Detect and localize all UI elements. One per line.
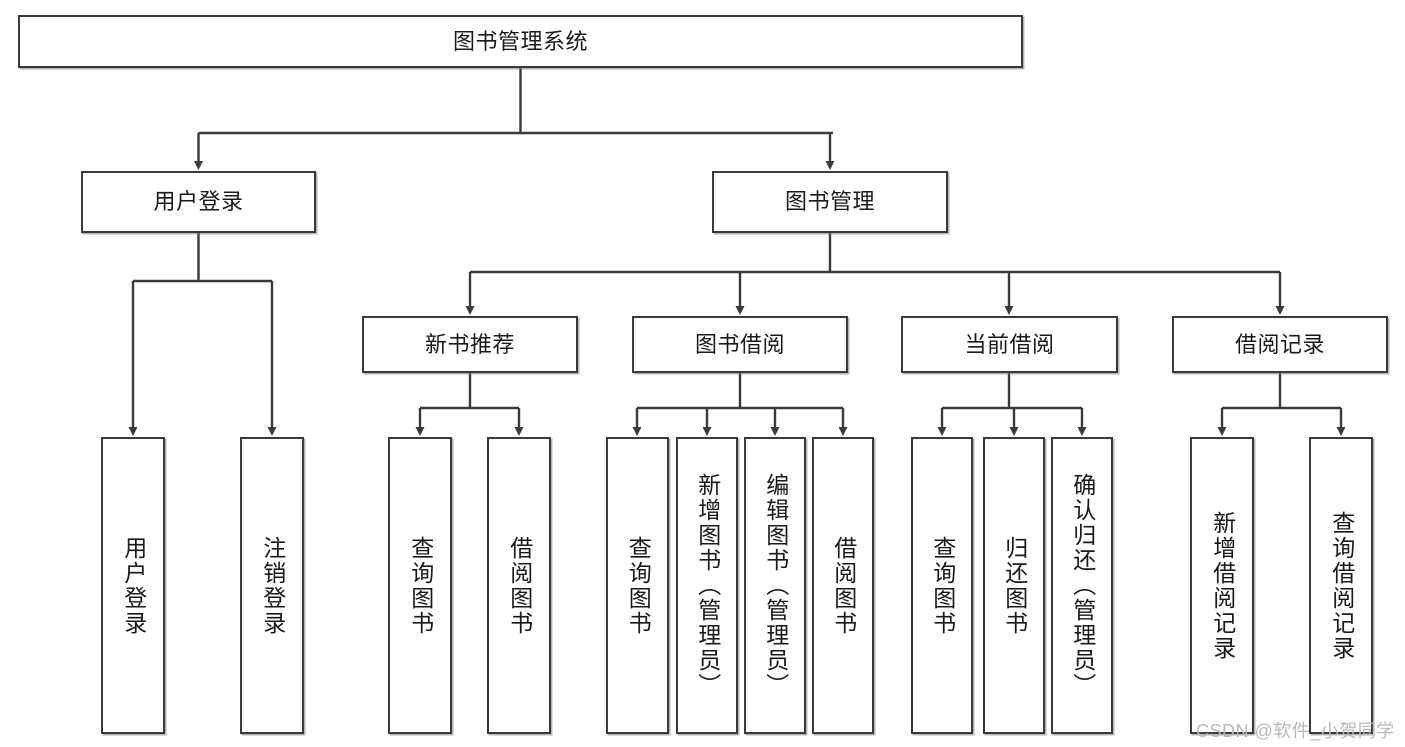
node-label: 借阅图书 (506, 535, 533, 636)
node-label: 确认归还（管理员） (1069, 473, 1096, 698)
node-leaf-query-book-2[interactable]: 查询图书 (606, 437, 669, 734)
node-leaf-user-login[interactable]: 用户登录 (101, 437, 165, 734)
node-label: 查询图书 (407, 535, 434, 636)
node-label: 查询借阅记录 (1328, 510, 1355, 661)
node-leaf-logout[interactable]: 注销登录 (240, 437, 304, 734)
node-label: 图书管理系统 (452, 28, 588, 54)
node-leaf-add-book[interactable]: 新增图书（管理员） (676, 437, 738, 734)
node-leaf-confirm-return[interactable]: 确认归还（管理员） (1051, 437, 1113, 734)
node-user-login[interactable]: 用户登录 (81, 171, 316, 233)
node-label: 借阅图书 (830, 535, 857, 636)
node-borrowing-record[interactable]: 借阅记录 (1172, 316, 1388, 373)
node-label: 新书推荐 (424, 331, 515, 357)
node-label: 当前借阅 (964, 331, 1055, 357)
node-label: 新增借阅记录 (1209, 510, 1236, 661)
node-label: 编辑图书（管理员） (762, 473, 789, 698)
node-root-system[interactable]: 图书管理系统 (18, 15, 1023, 68)
node-leaf-borrow-book-2[interactable]: 借阅图书 (812, 437, 874, 734)
node-book-borrowing[interactable]: 图书借阅 (632, 316, 848, 373)
node-leaf-edit-book[interactable]: 编辑图书（管理员） (744, 437, 806, 734)
watermark-text: CSDN @软件_小贺同学 (1196, 721, 1395, 741)
node-label: 查询图书 (929, 535, 956, 636)
node-label: 用户登录 (120, 535, 147, 636)
node-label: 查询图书 (625, 535, 652, 636)
node-label: 注销登录 (259, 535, 286, 636)
node-leaf-query-book-3[interactable]: 查询图书 (911, 437, 973, 734)
node-leaf-query-book-1[interactable]: 查询图书 (388, 437, 452, 734)
node-new-book-recommendation[interactable]: 新书推荐 (362, 316, 578, 373)
node-leaf-query-borrow-record[interactable]: 查询借阅记录 (1309, 437, 1373, 734)
node-label: 图书借阅 (694, 331, 785, 357)
node-leaf-add-borrow-record[interactable]: 新增借阅记录 (1190, 437, 1254, 734)
node-current-borrowing[interactable]: 当前借阅 (901, 316, 1118, 373)
node-label: 图书管理 (784, 189, 875, 215)
node-leaf-borrow-book-1[interactable]: 借阅图书 (487, 437, 551, 734)
node-label: 用户登录 (153, 189, 244, 215)
node-label: 新增图书（管理员） (694, 473, 721, 698)
node-label: 归还图书 (1001, 535, 1028, 636)
node-book-management[interactable]: 图书管理 (712, 171, 948, 233)
node-leaf-return-book[interactable]: 归还图书 (983, 437, 1045, 734)
node-label: 借阅记录 (1234, 331, 1325, 357)
